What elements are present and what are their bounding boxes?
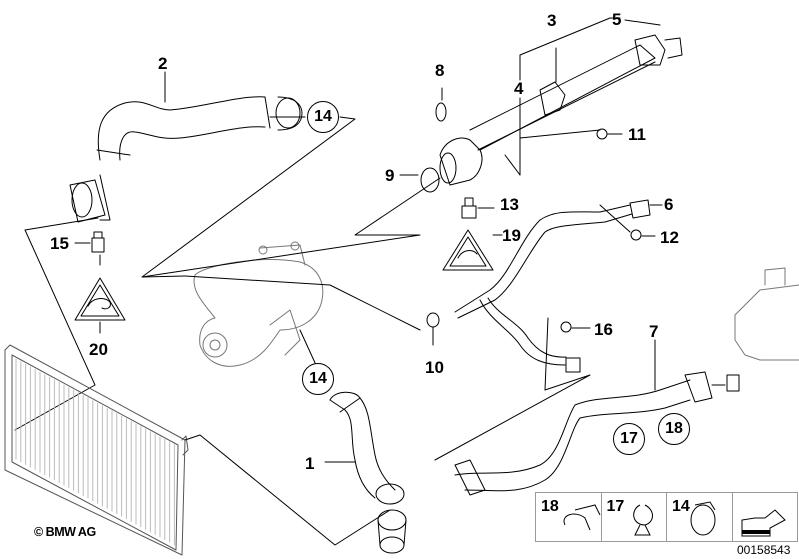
coolant-pipe	[454, 199, 663, 373]
callout-19[interactable]: 19	[502, 226, 521, 245]
circled-callout-14-top[interactable]: 14	[307, 101, 339, 133]
leader-9-bracket	[141, 177, 441, 278]
radiator-fins	[15, 358, 175, 546]
callout-5[interactable]: 5	[612, 10, 622, 29]
hose-2	[69, 96, 303, 223]
callout-2[interactable]: 2	[158, 54, 168, 73]
hose-1	[329, 391, 407, 554]
legend-clamp-14-icon	[690, 504, 716, 536]
callout-12[interactable]: 12	[660, 228, 679, 247]
leader-1-bracket	[184, 434, 391, 546]
leader-pump-bracket	[184, 275, 421, 331]
circled-callout-14-mid[interactable]: 14	[302, 363, 334, 395]
callout-4[interactable]: 4	[514, 79, 524, 98]
legend-label-18: 18	[541, 498, 559, 515]
bolt-11	[519, 129, 601, 139]
leader-5-right	[624, 19, 661, 26]
legend-cell-17[interactable]: 17	[602, 493, 667, 541]
coolant-rail-3	[439, 34, 683, 186]
washer-10	[426, 312, 440, 328]
parts-legend: 18 17 14	[535, 492, 798, 542]
leader-5	[519, 17, 621, 56]
callout-16[interactable]: 16	[594, 320, 613, 339]
legend-arrow-icon	[741, 509, 786, 537]
callout-6[interactable]: 6	[664, 195, 674, 214]
drawing-number: 00158543	[737, 543, 791, 557]
callout-13[interactable]: 13	[500, 195, 519, 214]
legend-cell-18[interactable]: 18	[536, 493, 602, 541]
callout-15[interactable]: 15	[50, 234, 69, 253]
expansion-tank	[734, 267, 799, 361]
water-pump	[193, 241, 324, 367]
o-ring-9	[420, 167, 440, 193]
circled-callout-18[interactable]: 18	[658, 413, 690, 445]
callout-10[interactable]: 10	[425, 358, 444, 377]
leader-15-bracket	[14, 217, 99, 431]
legend-label-14: 14	[672, 498, 690, 515]
legend-label-17: 17	[606, 498, 625, 515]
circled-callout-17[interactable]: 17	[613, 423, 645, 455]
callout-8[interactable]: 8	[435, 61, 445, 80]
callout-1[interactable]: 1	[305, 454, 315, 473]
callout-20[interactable]: 20	[89, 340, 108, 359]
callout-3[interactable]: 3	[547, 11, 557, 30]
callout-7[interactable]: 7	[649, 322, 659, 341]
legend-clip-17-icon	[633, 504, 653, 536]
o-ring-8	[435, 102, 447, 122]
legend-clip-18-icon	[563, 504, 601, 531]
leader-14b	[299, 329, 317, 366]
legend-cell-14[interactable]: 14	[667, 493, 733, 541]
leader-16-bracket	[434, 317, 591, 461]
copyright-text: © BMW AG	[34, 525, 96, 539]
leader-14a-bracket	[141, 116, 356, 278]
legend-cell-arrow	[733, 493, 798, 541]
radiator	[4, 344, 189, 556]
hose-7	[454, 371, 740, 496]
callout-9[interactable]: 9	[385, 166, 395, 185]
callout-11[interactable]: 11	[628, 125, 646, 144]
